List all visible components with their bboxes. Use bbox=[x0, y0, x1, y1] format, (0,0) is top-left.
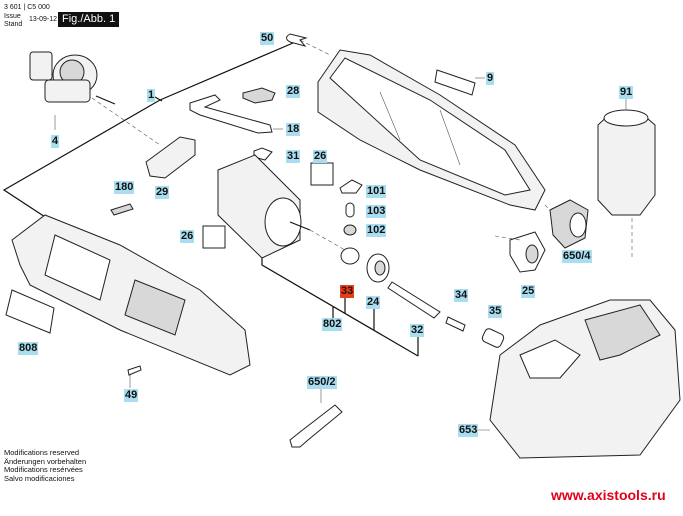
part-label-91[interactable]: 91 bbox=[619, 86, 634, 99]
issue-label: Issue Stand bbox=[4, 13, 22, 29]
part-label-650-2[interactable]: 650/2 bbox=[307, 376, 337, 389]
part-label-18[interactable]: 18 bbox=[286, 123, 301, 136]
part-29-frame bbox=[145, 136, 196, 179]
part-32-spindle bbox=[387, 281, 441, 319]
part-26-pad-upper bbox=[310, 162, 334, 186]
part-91-battery bbox=[597, 98, 656, 260]
part-35-nut bbox=[481, 328, 505, 348]
notice-fr: Modifications resérvées bbox=[4, 465, 83, 474]
part-label-808[interactable]: 808 bbox=[18, 342, 39, 355]
part-label-35[interactable]: 35 bbox=[488, 305, 503, 318]
notice-de: Änderungen vorbehalten bbox=[4, 456, 87, 466]
part-label-102[interactable]: 102 bbox=[366, 224, 387, 237]
part-650-2-wrench bbox=[289, 404, 343, 448]
part-motor bbox=[217, 154, 346, 259]
part-101-button bbox=[339, 179, 363, 194]
part-label-802[interactable]: 802 bbox=[322, 318, 343, 331]
part-label-32[interactable]: 32 bbox=[410, 324, 425, 337]
part-4-switch-module bbox=[29, 51, 161, 146]
part-102-spring bbox=[343, 224, 357, 236]
part-label-103[interactable]: 103 bbox=[366, 205, 387, 218]
issue-date: 13-09-12 bbox=[29, 16, 58, 23]
part-label-33-selected[interactable]: 33 bbox=[340, 285, 355, 298]
part-label-29[interactable]: 29 bbox=[155, 186, 170, 199]
part-label-26-upper[interactable]: 26 bbox=[313, 150, 328, 163]
part-label-28[interactable]: 28 bbox=[286, 85, 301, 98]
part-33-bushing bbox=[340, 247, 360, 265]
part-103-pin bbox=[345, 202, 355, 218]
modifications-notice: Modifications reserved Änderungen vorbeh… bbox=[4, 448, 87, 483]
part-label-50[interactable]: 50 bbox=[260, 32, 275, 45]
part-label-24[interactable]: 24 bbox=[366, 296, 381, 309]
part-label-25[interactable]: 25 bbox=[521, 285, 536, 298]
issue-label-de: Stand bbox=[4, 21, 23, 28]
part-label-180[interactable]: 180 bbox=[114, 181, 135, 194]
part-label-653[interactable]: 653 bbox=[458, 424, 479, 437]
part-26-pad-left bbox=[202, 225, 226, 249]
part-label-650-4[interactable]: 650/4 bbox=[562, 250, 592, 263]
part-housing-half-left bbox=[11, 214, 251, 376]
part-label-26-left[interactable]: 26 bbox=[180, 230, 195, 243]
part-50-clip bbox=[286, 33, 308, 47]
part-180-plate bbox=[110, 203, 134, 216]
part-49-screw bbox=[127, 365, 142, 376]
part-label-9[interactable]: 9 bbox=[486, 72, 495, 85]
part-9-plate bbox=[434, 69, 476, 96]
notice-en: Modifications reserved bbox=[4, 448, 80, 457]
part-28-knob bbox=[242, 87, 276, 104]
part-label-101[interactable]: 101 bbox=[366, 185, 387, 198]
notice-es: Salvo modificaciones bbox=[4, 473, 75, 483]
part-label-1[interactable]: 1 bbox=[147, 89, 156, 102]
part-label-34[interactable]: 34 bbox=[454, 289, 469, 302]
part-653-charger bbox=[465, 299, 681, 459]
part-18-slider bbox=[189, 94, 273, 134]
part-housing-half-right bbox=[299, 39, 566, 226]
part-808-label bbox=[5, 289, 55, 334]
issue-label-en: Issue bbox=[4, 13, 21, 20]
figure-label: Fig./Abb. 1 bbox=[58, 12, 120, 27]
watermark-url[interactable]: www.axistools.ru bbox=[551, 487, 666, 503]
part-label-4[interactable]: 4 bbox=[51, 135, 60, 148]
part-label-49[interactable]: 49 bbox=[124, 389, 139, 402]
part-34-collet bbox=[445, 316, 466, 332]
doc-number: 3 601 | C5 000 bbox=[4, 4, 50, 11]
part-label-31[interactable]: 31 bbox=[286, 150, 301, 163]
